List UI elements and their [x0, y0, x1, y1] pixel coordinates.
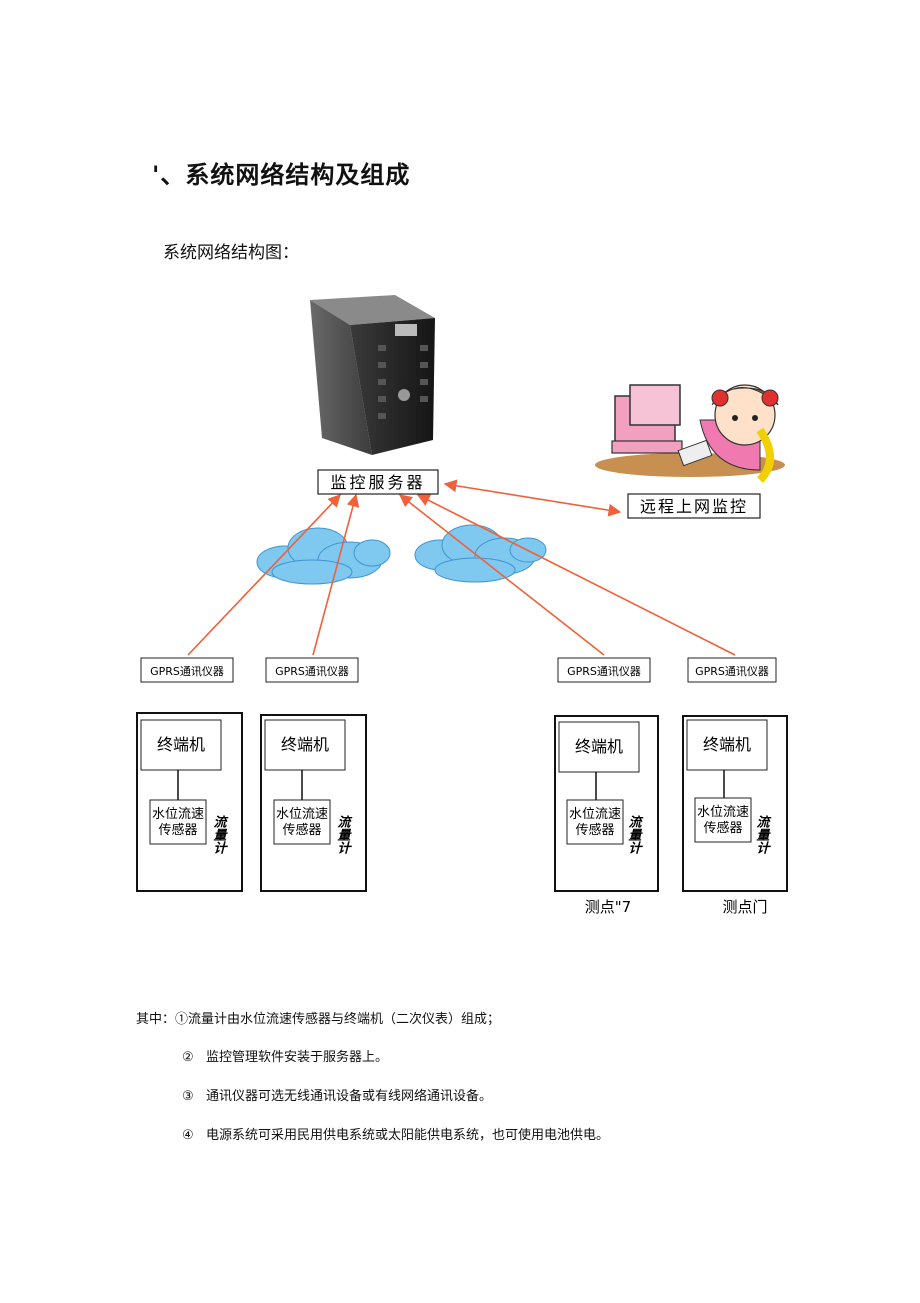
terminal-label: 终端机 [703, 735, 751, 754]
point-label: 测点"7 [585, 898, 631, 916]
terminal-label: 终端机 [157, 735, 205, 754]
sensor-label-2: 传感器 [158, 822, 197, 838]
sensor-label-2: 传感器 [282, 822, 321, 838]
note-number: ② [182, 1050, 194, 1065]
note-number: ③ [182, 1089, 194, 1104]
cloud-icon [414, 524, 547, 583]
link-arrow [416, 494, 736, 656]
gprs-label: GPRS通讯仪器 [275, 665, 349, 678]
sensor-label-1: 水位流速 [697, 805, 749, 820]
station-3: GPRS通讯仪器 终端机 水位流速 传感器 流量计 测点"7 [554, 657, 659, 916]
note-item: ④ 电源系统可采用民用供电系统或太阳能供电系统，也可使用电池供电。 [182, 1124, 609, 1143]
terminal-label: 终端机 [575, 737, 623, 756]
gprs-label: GPRS通讯仪器 [695, 665, 769, 678]
gprs-label: GPRS通讯仪器 [567, 665, 641, 678]
station-1: GPRS通讯仪器 终端机 水位流速 传感器 流量计 [136, 657, 243, 892]
cloud-icon [256, 527, 391, 585]
station-4: GPRS通讯仪器 终端机 水位流速 传感器 流量计 测点门 [682, 657, 788, 916]
sensor-label-2: 传感器 [703, 820, 742, 836]
server-label-box [317, 469, 439, 495]
note-text: 监控管理软件安装于服务器上。 [206, 1050, 389, 1065]
link-arrow [312, 493, 360, 656]
note-text: 电源系统可采用民用供电系统或太阳能供电系统，也可使用电池供电。 [206, 1128, 610, 1143]
meter-label: 流量计 [754, 814, 770, 854]
remote-user-icon [595, 384, 785, 483]
station-2: GPRS通讯仪器 终端机 水位流速 传感器 流量计 [260, 657, 367, 892]
link-arrow [443, 479, 622, 517]
note-item: ② 监控管理软件安装于服务器上。 [182, 1046, 388, 1065]
sensor-label-1: 水位流速 [276, 807, 328, 822]
meter-label: 流量计 [335, 814, 351, 854]
remote-label-box [627, 493, 761, 519]
link-arrow [398, 494, 605, 656]
meter-label: 流量计 [211, 814, 227, 854]
point-label: 测点门 [722, 898, 767, 916]
section-heading: '、系统网络结构及组成 [152, 161, 411, 189]
sensor-label-1: 水位流速 [569, 807, 621, 822]
gprs-label: GPRS通讯仪器 [150, 665, 224, 678]
sensor-label-1: 水位流速 [152, 807, 204, 822]
note-intro: 其中：①流量计由水位流速传感器与终端机（二次仪表）组成； [136, 1012, 501, 1027]
server-label: 监控服务器 [330, 473, 425, 492]
note-number: ④ [182, 1128, 194, 1143]
meter-label: 流量计 [626, 814, 642, 854]
diagram-title: 系统网络结构图： [163, 243, 299, 263]
note-item: ③ 通讯仪器可选无线通讯设备或有线网络通讯设备。 [182, 1085, 492, 1104]
server-icon [310, 295, 435, 455]
remote-label: 远程上网监控 [640, 497, 748, 516]
sensor-label-2: 传感器 [575, 822, 614, 838]
link-arrow [187, 494, 341, 656]
terminal-label: 终端机 [281, 735, 329, 754]
network-diagram: 监控服务器 远程上网监控 GPRS通讯仪器 终端机 水位流速 传感器 流量计 G… [136, 295, 788, 916]
note-text: 通讯仪器可选无线通讯设备或有线网络通讯设备。 [206, 1089, 493, 1104]
